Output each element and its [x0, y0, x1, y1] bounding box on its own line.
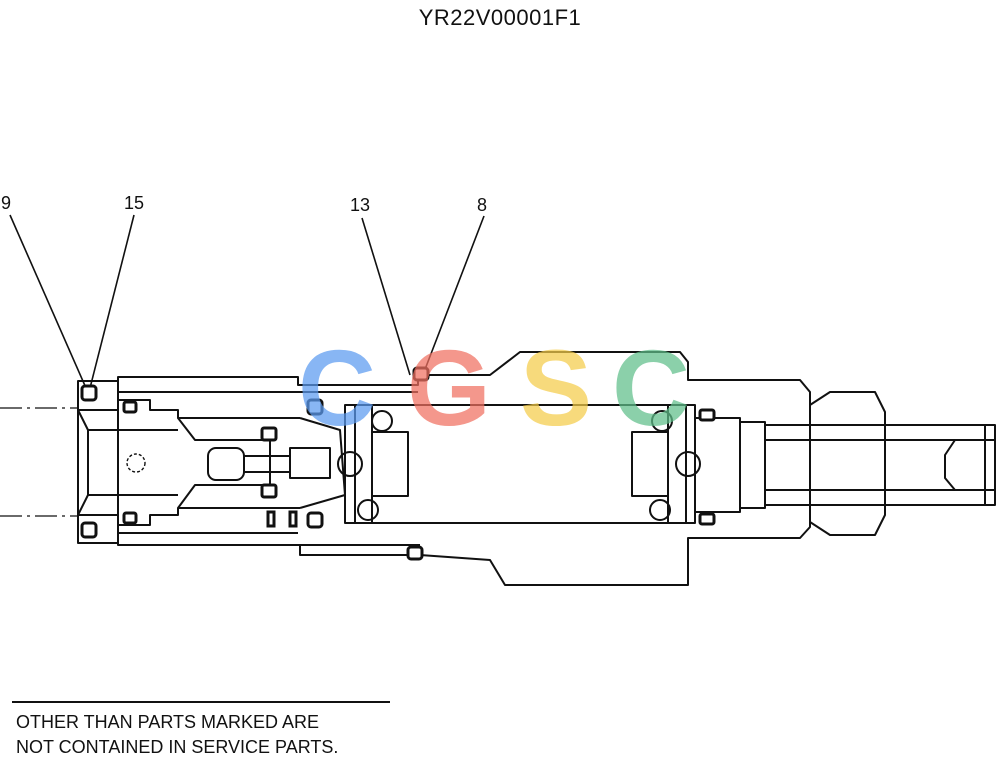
callout-8: 8 — [477, 195, 488, 215]
figure-code: YR22V00001F1 — [418, 5, 582, 30]
watermark-letter-c1: C — [298, 327, 376, 448]
spring-chamber — [337, 404, 701, 524]
note-divider — [12, 701, 390, 703]
watermark-cgsc: C G S C — [298, 327, 690, 448]
valve-body — [117, 351, 811, 586]
adjuster-stem — [695, 391, 996, 536]
note-line-1: OTHER THAN PARTS MARKED ARE — [16, 712, 320, 732]
watermark-letter-g: G — [407, 327, 491, 448]
service-parts-note: OTHER THAN PARTS MARKED ARE NOT CONTAINE… — [16, 710, 338, 760]
watermark-letter-s: S — [520, 327, 592, 448]
callout-9: 9 — [1, 193, 12, 213]
callout-13: 13 — [350, 195, 371, 215]
watermark-letter-c2: C — [612, 327, 690, 448]
note-line-2: NOT CONTAINED IN SERVICE PARTS. — [16, 737, 339, 757]
end-cap — [77, 380, 178, 544]
o-ring-seals — [80, 366, 716, 561]
centerline — [0, 407, 78, 517]
leader-lines — [9, 214, 485, 389]
callout-15: 15 — [124, 193, 145, 213]
inner-bore — [118, 399, 346, 526]
